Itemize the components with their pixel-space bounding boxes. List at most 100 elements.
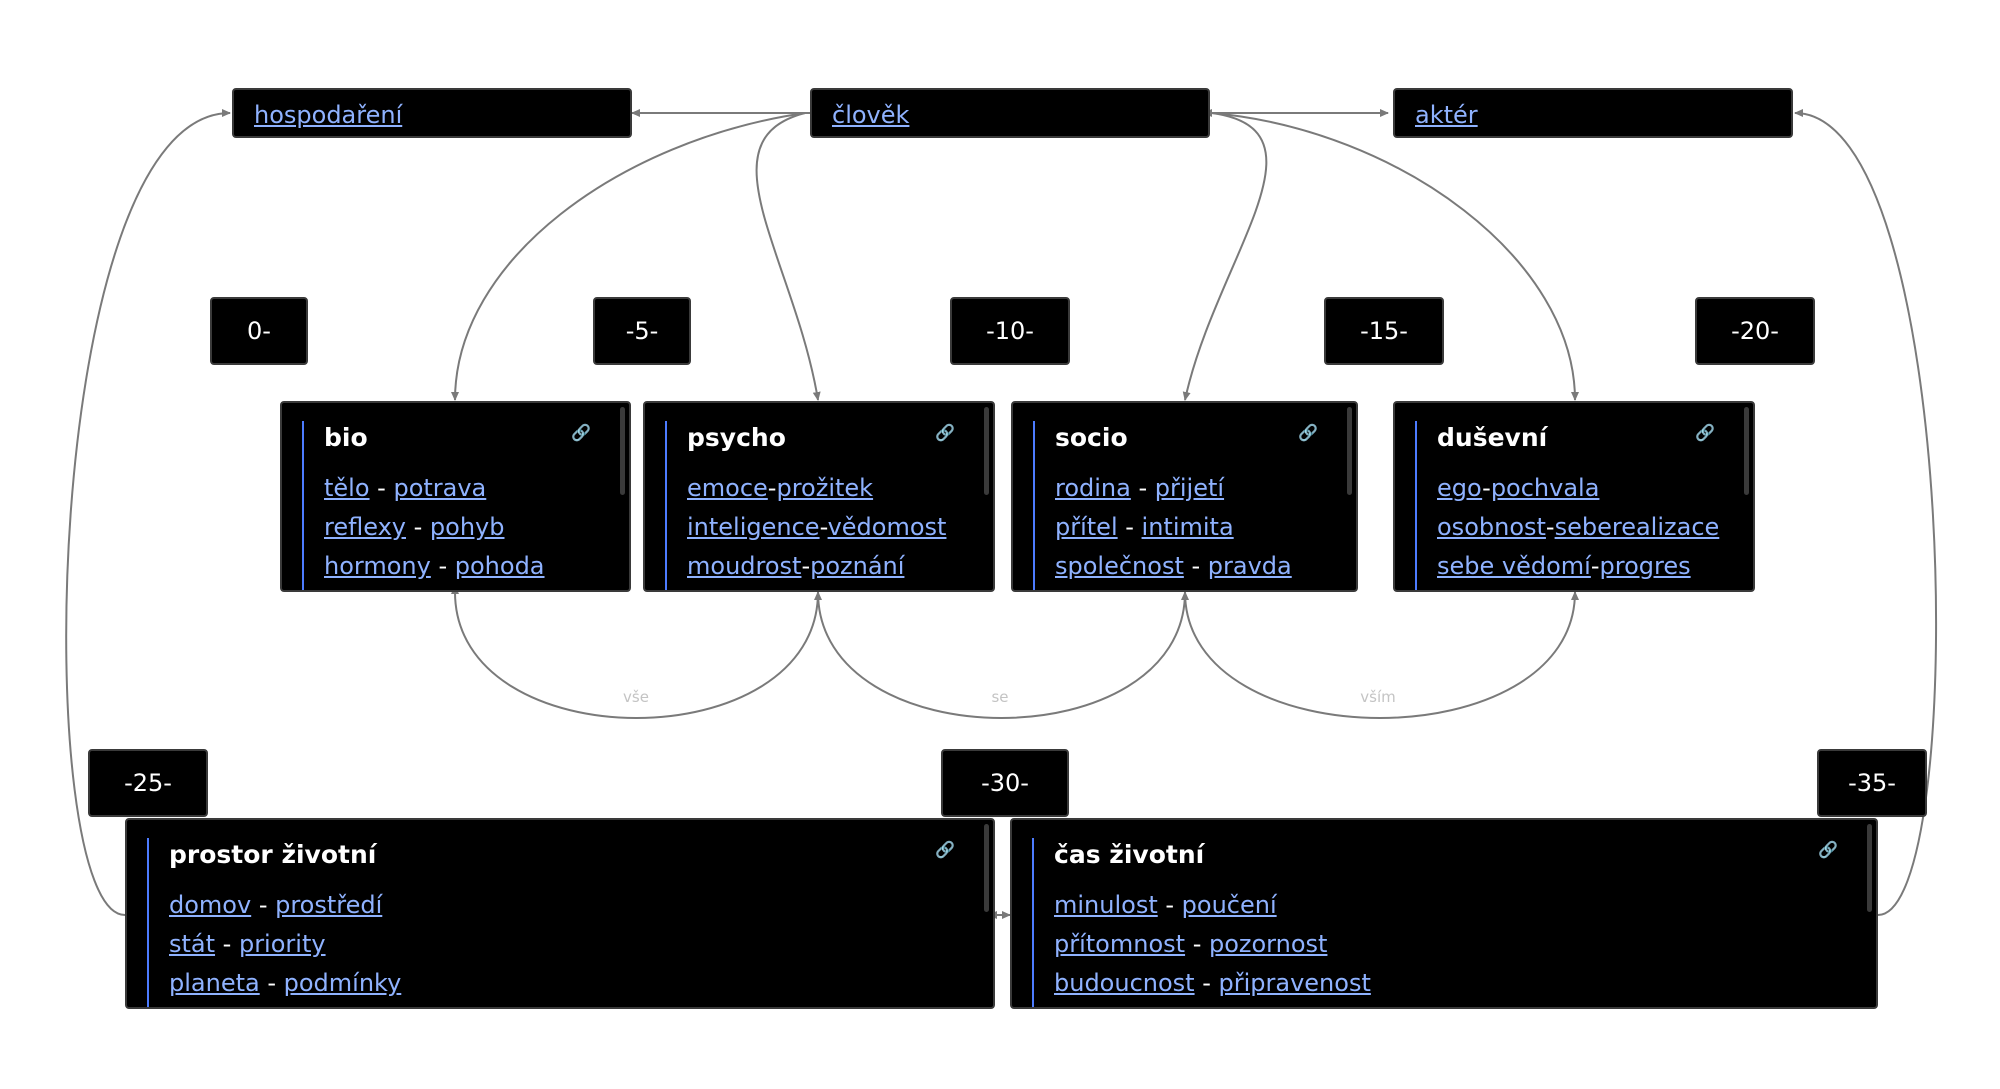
link-intimita[interactable]: intimita	[1141, 513, 1234, 541]
edge-label-vsim: vším	[1358, 688, 1398, 706]
link-osobnost[interactable]: osobnost	[1437, 513, 1546, 541]
link-vedomost[interactable]: vědomost	[827, 513, 947, 541]
link-seberealizace[interactable]: seberealizace	[1554, 513, 1720, 541]
card-line: budoucnost - připravenost	[1054, 964, 1371, 1003]
card-socio[interactable]: 🔗 socio rodina - přijetí přítel - intimi…	[1011, 401, 1358, 592]
link-pravda[interactable]: pravda	[1207, 552, 1292, 580]
link-pripravenost[interactable]: připravenost	[1218, 969, 1371, 997]
card-line: planeta - podmínky	[169, 964, 401, 1003]
link-akter[interactable]: aktér	[1415, 101, 1478, 129]
card-line: minulost - poučení	[1054, 886, 1371, 925]
card-title: prostor životní	[169, 840, 377, 869]
link-rodina[interactable]: rodina	[1055, 474, 1131, 502]
card-line: rodina - přijetí	[1055, 469, 1292, 508]
separator: -	[405, 513, 430, 541]
card-psycho[interactable]: 🔗 psycho emoce-prožitek inteligence-vědo…	[643, 401, 995, 592]
link-pritel[interactable]: přítel	[1055, 513, 1118, 541]
link-reflexy[interactable]: reflexy	[324, 513, 406, 541]
card-line: společnost - pravda	[1055, 547, 1292, 586]
link-pouceni[interactable]: poučení	[1181, 891, 1277, 919]
link-ego[interactable]: ego	[1437, 474, 1483, 502]
link-telo[interactable]: tělo	[324, 474, 370, 502]
card-title: psycho	[687, 423, 786, 452]
link-icon[interactable]: 🔗	[1298, 423, 1318, 442]
card-accent-bar	[147, 838, 149, 1007]
card-title: bio	[324, 423, 368, 452]
tag-10[interactable]: -10-	[950, 297, 1070, 365]
card-line: tělo - potrava	[324, 469, 545, 508]
link-domov[interactable]: domov	[169, 891, 252, 919]
link-icon[interactable]: 🔗	[1818, 840, 1838, 859]
link-budoucnost[interactable]: budoucnost	[1054, 969, 1195, 997]
link-icon[interactable]: 🔗	[935, 423, 955, 442]
tag-0[interactable]: 0-	[210, 297, 308, 365]
link-moudrost[interactable]: moudrost	[687, 552, 802, 580]
edge-label-se: se	[989, 688, 1011, 706]
card-scrollbar[interactable]	[620, 407, 625, 495]
separator: -	[430, 552, 455, 580]
separator: -	[1482, 474, 1491, 502]
tag-20[interactable]: -20-	[1695, 297, 1815, 365]
separator: -	[1590, 552, 1600, 580]
link-clovek[interactable]: člověk	[832, 101, 910, 129]
separator: -	[1157, 891, 1182, 919]
link-potrava[interactable]: potrava	[393, 474, 487, 502]
card-line: reflexy - pohyb	[324, 508, 545, 547]
separator: -	[1117, 513, 1142, 541]
link-pritomnost[interactable]: přítomnost	[1054, 930, 1186, 958]
card-accent-bar	[665, 421, 667, 590]
link-emoce[interactable]: emoce	[687, 474, 768, 502]
link-spolecnost[interactable]: společnost	[1055, 552, 1184, 580]
link-prostredi[interactable]: prostředí	[275, 891, 383, 919]
tag-15[interactable]: -15-	[1324, 297, 1444, 365]
card-cas[interactable]: 🔗 čas životní minulost - poučení přítomn…	[1010, 818, 1878, 1009]
link-stat[interactable]: stát	[169, 930, 216, 958]
card-line: moudrost-poznání	[687, 547, 946, 586]
node-akter[interactable]: aktér	[1393, 88, 1793, 138]
card-scrollbar[interactable]	[984, 407, 989, 495]
link-progres[interactable]: progres	[1599, 552, 1691, 580]
card-scrollbar[interactable]	[1867, 824, 1872, 912]
link-hospodareni[interactable]: hospodaření	[254, 101, 403, 129]
card-scrollbar[interactable]	[984, 824, 989, 912]
link-sebe-vedomi[interactable]: sebe vědomí	[1437, 552, 1591, 580]
link-pochvala[interactable]: pochvala	[1490, 474, 1600, 502]
link-pozornost[interactable]: pozornost	[1208, 930, 1328, 958]
tag-35[interactable]: -35-	[1817, 749, 1927, 817]
edge-clovek-socio	[1182, 112, 1268, 401]
card-scrollbar[interactable]	[1347, 407, 1352, 495]
link-pohyb[interactable]: pohyb	[429, 513, 505, 541]
edge-clovek-psycho	[755, 112, 821, 401]
link-priority[interactable]: priority	[238, 930, 326, 958]
node-hospodareni[interactable]: hospodaření	[232, 88, 632, 138]
link-pohoda[interactable]: pohoda	[454, 552, 545, 580]
tag-30[interactable]: -30-	[941, 749, 1069, 817]
link-planeta[interactable]: planeta	[169, 969, 260, 997]
card-dusevni[interactable]: 🔗 duševní ego-pochvala osobnost-sebereal…	[1393, 401, 1755, 592]
link-icon[interactable]: 🔗	[935, 840, 955, 859]
card-line: emoce-prožitek	[687, 469, 946, 508]
card-prostor[interactable]: 🔗 prostor životní domov - prostředí stát…	[125, 818, 995, 1009]
card-title: socio	[1055, 423, 1128, 452]
link-icon[interactable]: 🔗	[1695, 423, 1715, 442]
card-line: inteligence-vědomost	[687, 508, 946, 547]
link-hormony[interactable]: hormony	[324, 552, 431, 580]
tag-5[interactable]: -5-	[593, 297, 691, 365]
separator: -	[1185, 930, 1209, 958]
separator: -	[801, 552, 811, 580]
link-inteligence[interactable]: inteligence	[687, 513, 820, 541]
link-podminky[interactable]: podmínky	[283, 969, 402, 997]
link-poznani[interactable]: poznání	[810, 552, 905, 580]
card-title: čas životní	[1054, 840, 1205, 869]
link-minulost[interactable]: minulost	[1054, 891, 1158, 919]
separator: -	[767, 474, 777, 502]
link-prijeti[interactable]: přijetí	[1154, 474, 1225, 502]
card-bio[interactable]: 🔗 bio tělo - potrava reflexy - pohyb hor…	[280, 401, 631, 592]
card-accent-bar	[1033, 421, 1035, 590]
card-scrollbar[interactable]	[1744, 407, 1749, 495]
link-prozitek[interactable]: prožitek	[776, 474, 874, 502]
link-icon[interactable]: 🔗	[571, 423, 591, 442]
card-accent-bar	[1415, 421, 1417, 590]
tag-25[interactable]: -25-	[88, 749, 208, 817]
node-clovek[interactable]: člověk	[810, 88, 1210, 138]
